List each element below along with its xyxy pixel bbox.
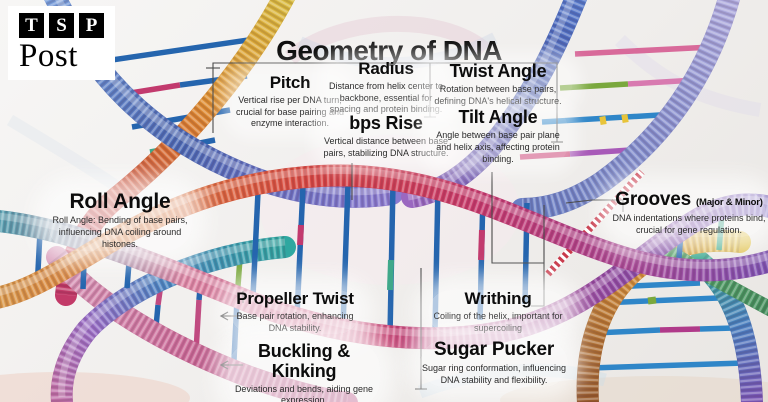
label-grooves-suffix: (Major & Minor) [696,197,763,208]
dna-arm-top-right [408,0,735,274]
page-title: Geometry of DNA [276,34,502,66]
label-radius: Radius Distance from helix center to bac… [326,59,446,117]
label-sugar-pucker-title: Sugar Pucker [433,339,555,360]
label-propeller-twist-title: Propeller Twist [236,289,354,308]
label-bps-rise-desc: Vertical distance between base pairs, st… [323,135,449,158]
label-grooves-desc: DNA indentations where proteins bind, cr… [612,212,766,235]
label-pitch: Pitch Vertical rise per DNA turn, crucia… [232,73,348,131]
label-roll-angle: Roll Angle Roll Angle: Bending of base p… [48,190,192,251]
label-sugar-pucker-desc: Sugar ring conformation, influencing DNA… [421,362,567,385]
label-writhing: Writhing Coiling of the helix, important… [428,289,568,335]
label-pitch-desc: Vertical rise per DNA turn, crucial for … [235,94,345,129]
label-tilt-angle-desc: Angle between base pair plane and helix … [436,129,560,164]
label-radius-title: Radius [358,59,414,78]
logo-word: Post [19,38,78,74]
label-bps-rise-title: bps Rise [349,113,423,133]
label-twist-angle-desc: Rotation between base pairs, defining DN… [434,83,562,106]
pitch-twist-bracket [212,62,558,142]
tsp-post-logo: T S P Post [8,6,115,80]
label-buckling-kinking: Buckling & Kinking Deviations and bends,… [228,341,380,402]
label-grooves: Grooves (Major & Minor) DNA indentations… [612,189,766,237]
label-twist-angle-title: Twist Angle [449,61,547,81]
label-twist-angle: Twist Angle Rotation between base pairs,… [424,61,572,108]
tilt-angle-leader [491,172,544,264]
label-propeller-twist: Propeller Twist Base pair rotation, enha… [230,289,360,335]
label-tilt-angle: Tilt Angle Angle between base pair plane… [428,107,568,166]
logo-letter-p: P [79,13,104,38]
label-sugar-pucker: Sugar Pucker Sugar ring conformation, in… [420,339,568,387]
label-bps-rise: bps Rise Vertical distance between base … [320,113,452,160]
label-tilt-angle-title: Tilt Angle [458,107,538,127]
logo-letter-s: S [49,13,74,38]
label-writhing-title: Writhing [464,289,532,308]
label-roll-angle-desc: Roll Angle: Bending of base pairs, influ… [52,215,188,249]
logo-letter-t: T [19,13,44,38]
label-writhing-desc: Coiling of the helix, important for supe… [433,310,563,333]
dna-arm-bottom-right [588,241,768,402]
label-pitch-title: Pitch [269,73,311,92]
radius-leader [424,63,436,118]
label-propeller-twist-desc: Base pair rotation, enhancing DNA stabil… [236,310,354,333]
label-buckling-kinking-title: Buckling & Kinking [257,341,350,381]
label-buckling-kinking-desc: Deviations and bends, aiding gene expres… [234,383,374,402]
logo-letter-row: T S P [19,13,104,38]
label-grooves-title: Grooves (Major & Minor) [615,189,763,210]
label-roll-angle-title: Roll Angle [69,190,171,213]
label-radius-desc: Distance from helix center to backbone, … [328,80,444,115]
